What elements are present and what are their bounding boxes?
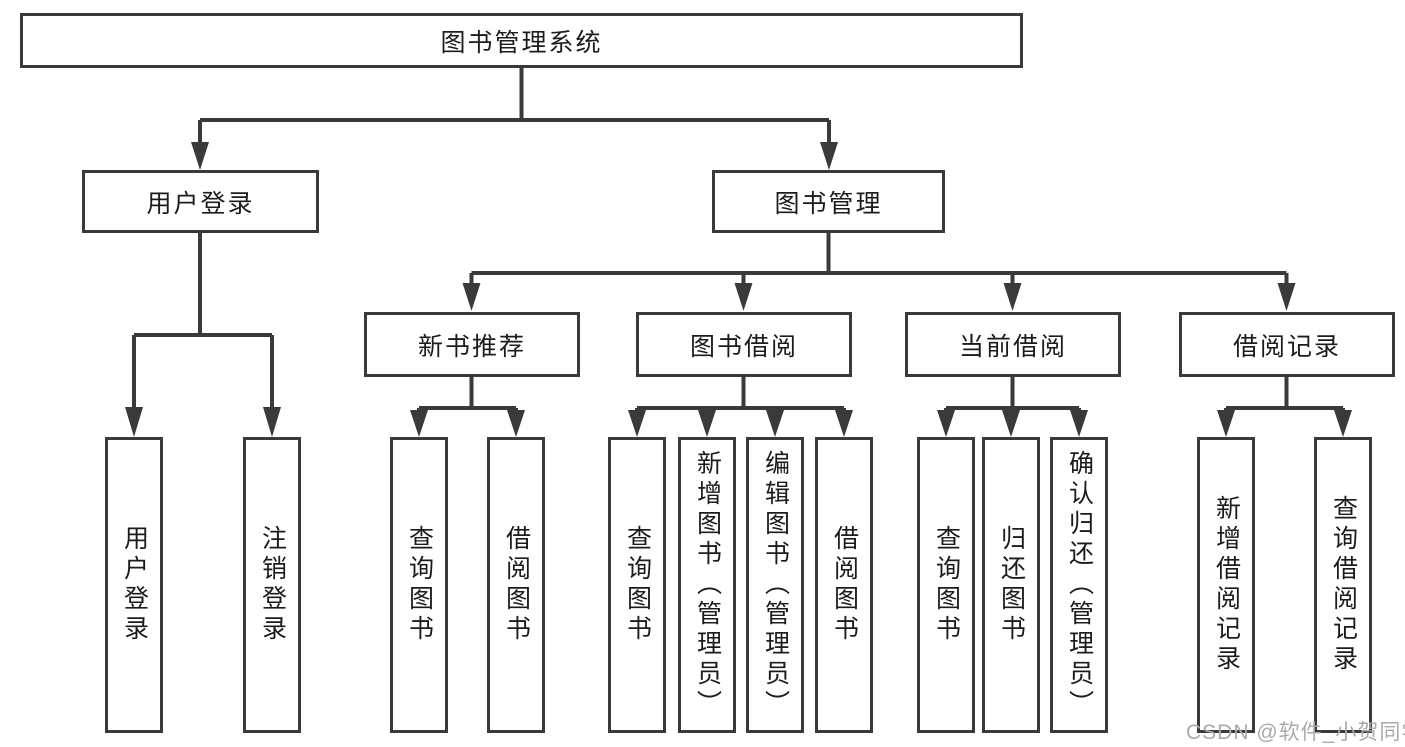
node-book-borrowing: 图书借阅 <box>636 312 852 377</box>
leaf-label: 查询图书 <box>405 525 434 645</box>
node-book-management: 图书管理 <box>712 170 945 233</box>
node-label: 图书管理 <box>774 189 883 218</box>
leaf-borrow-book: 借阅图书 <box>487 437 545 733</box>
leaf-add-book-admin: 新增图书（管理员） <box>678 437 736 733</box>
node-label: 图书借阅 <box>689 332 798 361</box>
node-user-login: 用户登录 <box>82 170 319 233</box>
node-label: 用户登录 <box>146 189 255 218</box>
arrowheads <box>125 142 1352 437</box>
leaf-label: 注销登录 <box>258 525 287 645</box>
leaf-label: 确认归还（管理员） <box>1065 450 1094 720</box>
leaf-query-book: 查询图书 <box>917 437 975 733</box>
leaf-label: 归还图书 <box>997 525 1026 645</box>
node-label: 当前借阅 <box>958 332 1067 361</box>
leaf-query-book: 查询图书 <box>608 437 666 733</box>
leaf-label: 借阅图书 <box>830 525 859 645</box>
leaf-logout: 注销登录 <box>243 437 301 733</box>
node-library-management-system: 图书管理系统 <box>20 13 1023 68</box>
leaf-add-borrow-record: 新增借阅记录 <box>1197 437 1255 733</box>
leaf-return-book: 归还图书 <box>982 437 1040 733</box>
node-current-borrowing: 当前借阅 <box>905 312 1121 377</box>
leaf-edit-book-admin: 编辑图书（管理员） <box>746 437 804 733</box>
leaf-label: 用户登录 <box>120 525 149 645</box>
leaf-user-login: 用户登录 <box>105 437 163 733</box>
leaf-label: 查询图书 <box>932 525 961 645</box>
leaf-label: 借阅图书 <box>502 525 531 645</box>
leaf-query-borrow-record: 查询借阅记录 <box>1314 437 1372 733</box>
node-label: 新书推荐 <box>417 332 526 361</box>
node-borrowing-records: 借阅记录 <box>1179 312 1395 377</box>
node-label: 图书管理系统 <box>440 28 603 57</box>
leaf-query-book: 查询图书 <box>390 437 448 733</box>
leaf-borrow-book: 借阅图书 <box>815 437 873 733</box>
leaf-confirm-return-admin: 确认归还（管理员） <box>1050 437 1108 733</box>
leaf-label: 新增图书（管理员） <box>693 450 722 720</box>
leaf-label: 新增借阅记录 <box>1212 495 1241 675</box>
leaf-label: 编辑图书（管理员） <box>761 450 790 720</box>
node-label: 借阅记录 <box>1232 332 1341 361</box>
leaf-label: 查询借阅记录 <box>1329 495 1358 675</box>
csdn-watermark: CSDN @软件_小贺同学 <box>1186 721 1405 744</box>
node-new-book-recommendation: 新书推荐 <box>364 312 580 377</box>
leaf-label: 查询图书 <box>623 525 652 645</box>
